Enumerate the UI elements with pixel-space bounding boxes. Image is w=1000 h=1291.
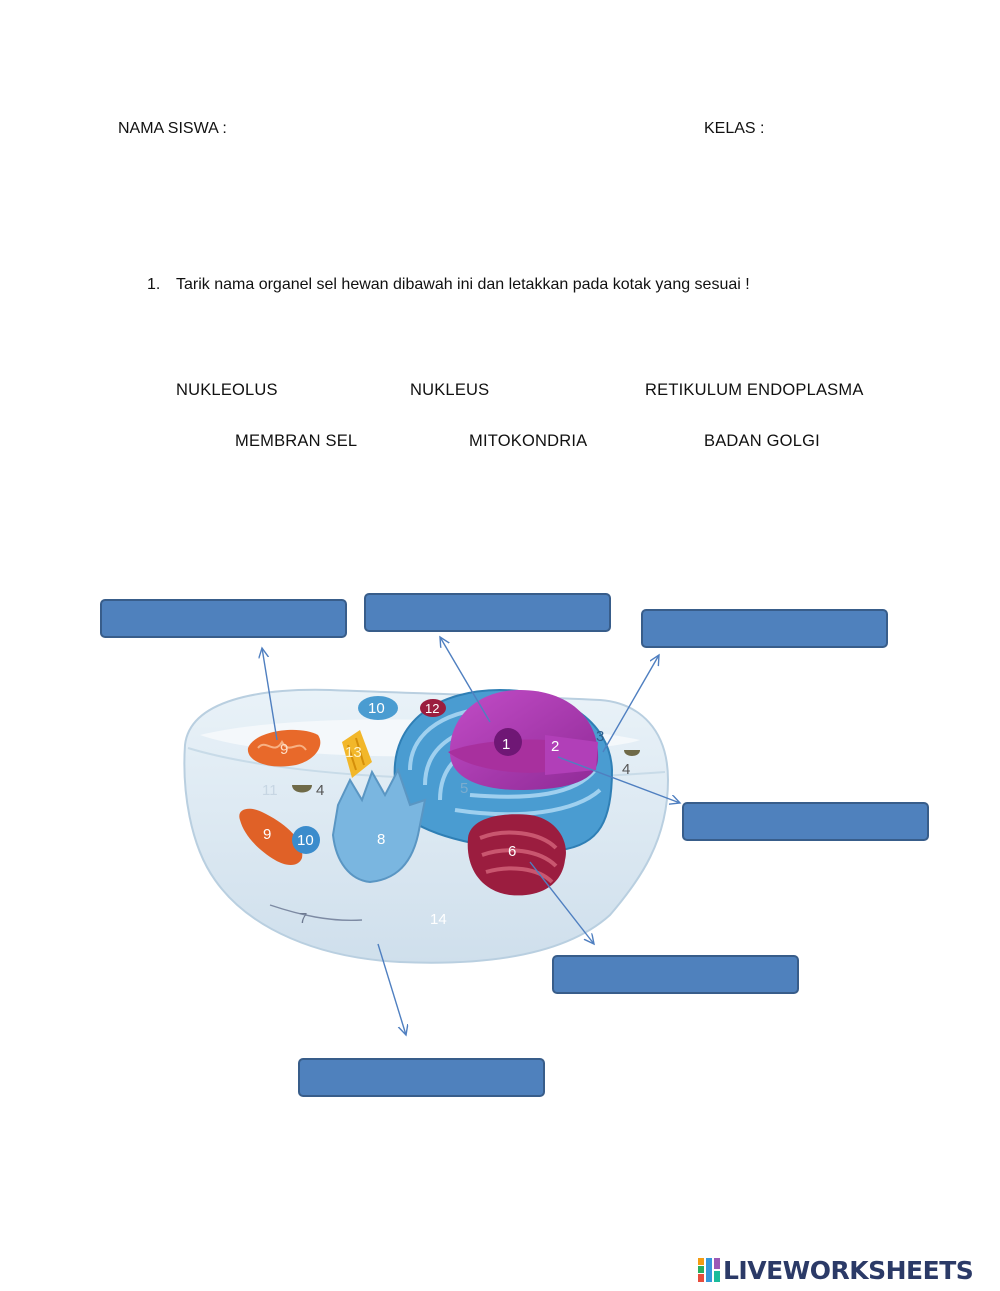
arrow-to-nucleus-box bbox=[557, 756, 680, 803]
logo-icon bbox=[698, 1258, 720, 1282]
diagram-number: 10 bbox=[297, 832, 314, 849]
brand-name: LIVEWORKSHEETS bbox=[723, 1255, 974, 1285]
diagram-number: 12 bbox=[425, 701, 439, 716]
drop-zone-nucleus[interactable] bbox=[682, 802, 929, 841]
diagram-number: 4 bbox=[622, 761, 630, 778]
diagram-number: 14 bbox=[430, 911, 447, 928]
lysosome-shape bbox=[331, 767, 427, 884]
ribosome-shape-2 bbox=[624, 750, 640, 756]
question-number: 1. bbox=[147, 276, 161, 293]
diagram-number: 6 bbox=[508, 843, 516, 860]
drop-zone-golgi[interactable] bbox=[552, 955, 799, 994]
liveworksheets-logo: LIVEWORKSHEETS bbox=[698, 1255, 974, 1285]
diagram-number: 10 bbox=[368, 700, 385, 717]
arrow-to-mitochondria-box bbox=[262, 648, 278, 741]
drop-zone-er[interactable] bbox=[641, 609, 888, 648]
drop-zone-membrane[interactable] bbox=[298, 1058, 545, 1097]
drop-zone-nucleolus[interactable] bbox=[364, 593, 611, 632]
arrow-to-membrane-box bbox=[377, 943, 406, 1035]
golgi-shape bbox=[467, 814, 566, 896]
question: 1. Tarik nama organel sel hewan dibawah i… bbox=[147, 276, 750, 294]
diagram-number: 9 bbox=[280, 741, 288, 758]
vesicle-shape-2 bbox=[292, 826, 320, 854]
vesicle-shape bbox=[358, 696, 398, 720]
arrow-to-er-box bbox=[602, 655, 659, 753]
class-label: KELAS : bbox=[704, 120, 765, 137]
centriole-shape bbox=[342, 730, 372, 778]
ribosome-shape bbox=[292, 785, 312, 793]
diagram-number: 7 bbox=[299, 910, 307, 927]
word-badan-golgi[interactable]: BADAN GOLGI bbox=[704, 432, 820, 450]
word-retikulum-endoplasma[interactable]: RETIKULUM ENDOPLASMA bbox=[645, 381, 864, 399]
mitochondria-shape bbox=[239, 729, 321, 865]
diagram-number: 9 bbox=[263, 826, 271, 843]
word-mitokondria[interactable]: MITOKONDRIA bbox=[469, 432, 588, 450]
student-name-label: NAMA SISWA : bbox=[118, 120, 227, 137]
cytoskeleton-shape bbox=[269, 904, 363, 922]
word-nukleus[interactable]: NUKLEUS bbox=[410, 381, 490, 399]
diagram-number: 2 bbox=[551, 738, 559, 755]
diagram-number: 13 bbox=[345, 744, 362, 761]
nucleus-shape bbox=[448, 690, 599, 790]
diagram-number: 3 bbox=[596, 728, 604, 745]
diagram-number: 1 bbox=[502, 736, 510, 753]
diagram-number: 4 bbox=[316, 782, 324, 799]
drop-zone-mitochondria[interactable] bbox=[100, 599, 347, 638]
diagram-number: 5 bbox=[460, 780, 468, 797]
word-membran-sel[interactable]: MEMBRAN SEL bbox=[235, 432, 358, 450]
diagram-number: 11 bbox=[262, 782, 278, 799]
vesicle-shape-3 bbox=[420, 699, 446, 717]
arrow-to-golgi-box bbox=[529, 861, 594, 944]
arrow-to-nucleolus-box bbox=[440, 637, 491, 723]
diagram-number: 8 bbox=[377, 831, 385, 848]
word-nukleolus[interactable]: NUKLEOLUS bbox=[176, 381, 278, 399]
question-text: Tarik nama organel sel hewan dibawah ini… bbox=[176, 276, 750, 293]
